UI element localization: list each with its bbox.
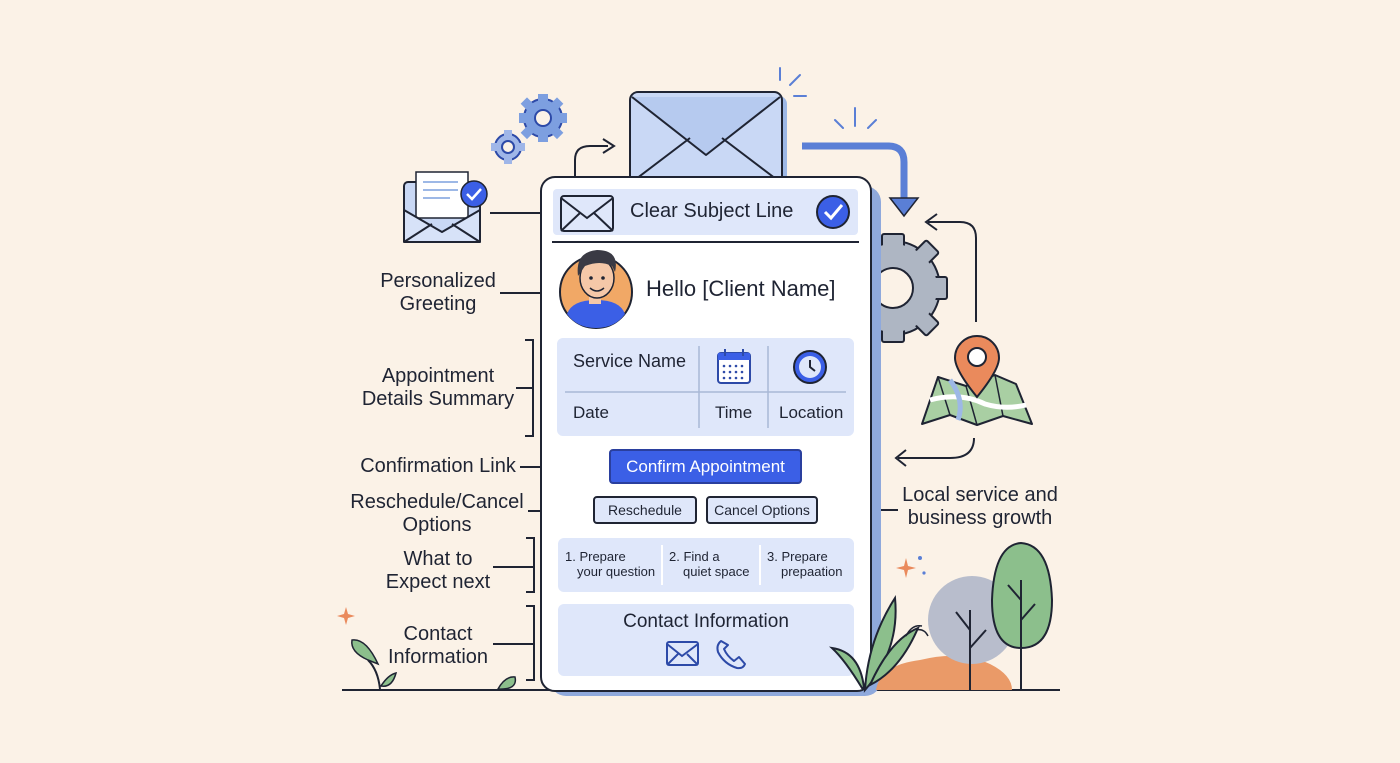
subject-panel [553, 189, 858, 235]
step-1: 1. Prepare your question [565, 549, 655, 579]
label-line: Greeting [399, 293, 477, 315]
label-contact-information: Contact Information [378, 623, 498, 669]
clock-icon [793, 350, 827, 384]
envelope-icon [403, 171, 488, 243]
greeting-text: Hello [Client Name] [646, 276, 836, 301]
label-line: Options [402, 514, 472, 536]
map-pin-icon [953, 335, 1001, 399]
label-line: Appointment [381, 365, 495, 387]
arrow-icon [802, 142, 908, 205]
label-local-service: Local service and business growth [890, 484, 1070, 530]
arrow-icon [602, 138, 616, 154]
map-icon [921, 374, 1033, 426]
arrow-icon [574, 145, 608, 178]
label-line: Personalized [380, 270, 496, 292]
steps-panel [558, 538, 854, 592]
service-name-label: Service Name [573, 351, 687, 371]
step-2-line2: quiet space [683, 564, 750, 579]
gear-icon [519, 94, 567, 142]
label-reschedule-cancel: Reschedule/Cancel Options [346, 491, 528, 537]
avatar [559, 250, 633, 329]
label-line: Local service and [902, 484, 1058, 506]
cancel-options-button[interactable]: Cancel Options [706, 496, 818, 524]
reschedule-button[interactable]: Reschedule [593, 496, 697, 524]
step-2: 2. Find a quiet space [669, 549, 750, 579]
envelope-icon [560, 195, 614, 232]
step-1-line2: your question [577, 564, 656, 579]
leaf-icon [828, 595, 929, 693]
time-label: Time [715, 403, 753, 422]
sparkle-icon [779, 67, 877, 129]
tree-icon [990, 541, 1054, 690]
contact-panel [558, 604, 854, 676]
label-line: Contact [403, 623, 473, 645]
label-confirmation-link: Confirmation Link [360, 455, 516, 477]
contact-title: Contact Information [623, 611, 789, 632]
step-3-line2: prepaation [781, 564, 843, 579]
date-label: Date [573, 403, 609, 422]
confirm-appointment-button[interactable]: Confirm Appointment [609, 449, 802, 484]
label-what-to-expect: What to Expect next [378, 548, 498, 594]
sparkle-icon [337, 607, 355, 625]
label-line: Expect next [385, 571, 491, 593]
phone-icon [716, 640, 746, 670]
arrow-icon [898, 437, 975, 459]
label-appointment-details: Appointment Details Summary [355, 365, 521, 411]
step-2-line1: 2. Find a [669, 549, 720, 564]
subject-line-text: Clear Subject Line [630, 200, 794, 222]
gear-icon [491, 130, 525, 164]
arrow-icon [928, 221, 977, 322]
label-personalized-greeting: Personalized Greeting [368, 270, 508, 316]
envelope-icon [629, 91, 787, 186]
label-line: Reschedule/Cancel [350, 491, 524, 513]
leaf-icon [351, 639, 517, 690]
location-label: Location [779, 403, 844, 422]
step-3-line1: 3. Prepare [767, 549, 828, 564]
label-line: Details Summary [361, 388, 515, 410]
calendar-icon [717, 349, 751, 384]
envelope-icon [666, 641, 699, 666]
step-1-line1: 1. Prepare [565, 549, 626, 564]
hill [876, 655, 1012, 690]
label-line: What to [403, 548, 473, 570]
sparkle-icon [896, 558, 916, 578]
label-line: business growth [907, 507, 1053, 529]
step-3: 3. Prepare prepaation [767, 549, 842, 579]
details-panel [557, 338, 854, 436]
label-line: Information [387, 646, 489, 668]
check-icon [816, 195, 850, 229]
